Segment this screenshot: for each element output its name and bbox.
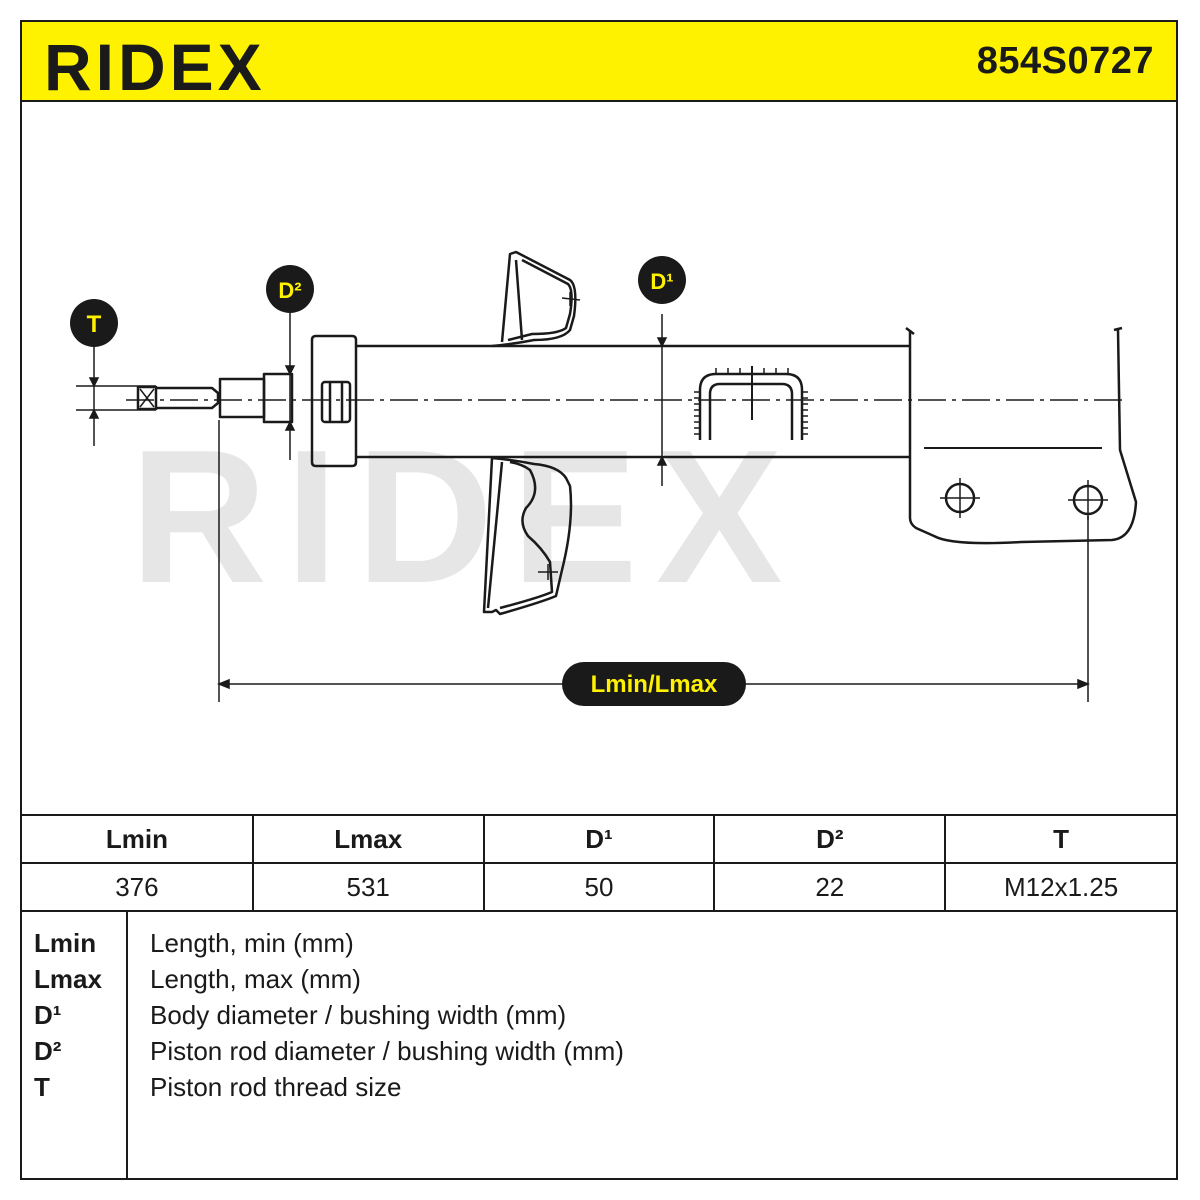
legend-desc: Body diameter / bushing width (mm) xyxy=(150,1000,567,1030)
specs-value-d2: 22 xyxy=(713,862,947,912)
legend-item: D² Piston rod diameter / bushing width (… xyxy=(22,1036,1176,1072)
legend-desc: Length, min (mm) xyxy=(150,928,354,958)
legend-key: D² xyxy=(34,1036,62,1066)
rod-thread xyxy=(156,386,220,410)
callout-length-label: Lmin/Lmax xyxy=(591,671,718,698)
callout-length: Lmin/Lmax xyxy=(562,662,746,706)
callout-d1: D¹ xyxy=(638,256,686,304)
callout-t-label: T xyxy=(87,311,102,338)
top-mount xyxy=(310,334,358,468)
legend-item: Lmin Length, min (mm) xyxy=(22,928,1176,964)
header-bar: RIDEX 854S0727 xyxy=(22,22,1176,102)
rod-shoulder xyxy=(262,372,294,424)
legend-key: T xyxy=(34,1072,50,1102)
product-sheet: RIDEX 854S0727 RIDEX xyxy=(20,20,1178,1180)
brand-logo: RIDEX xyxy=(44,32,266,96)
legend-item: D¹ Body diameter / bushing width (mm) xyxy=(22,1000,1176,1036)
legend: Lmin Length, min (mm) Lmax Length, max (… xyxy=(22,910,1176,1178)
specs-header-d2: D² xyxy=(713,814,947,864)
callout-d2-label: D² xyxy=(278,278,301,303)
legend-desc: Piston rod thread size xyxy=(150,1072,402,1102)
specs-header-lmax: Lmax xyxy=(251,814,485,864)
part-number: 854S0727 xyxy=(976,40,1154,82)
legend-key: D¹ xyxy=(34,1000,62,1030)
hose-bracket-teeth xyxy=(694,368,808,435)
specs-header-d1: D¹ xyxy=(482,814,716,864)
watermark: RIDEX xyxy=(130,411,801,623)
spring-seat-lower xyxy=(482,456,573,616)
spring-seat-upper xyxy=(491,250,577,348)
legend-item: Lmax Length, max (mm) xyxy=(22,964,1176,1000)
brand-logo-text: RIDEX xyxy=(44,32,266,96)
specs-table: Lmin Lmax D¹ D² T 376 531 50 22 M12x1.25 xyxy=(22,814,1176,912)
technical-drawing: RIDEX xyxy=(22,102,1176,814)
callout-d2: D² xyxy=(266,265,314,313)
legend-desc: Piston rod diameter / bushing width (mm) xyxy=(150,1036,624,1066)
top-mount-window xyxy=(320,380,352,424)
specs-value-t: M12x1.25 xyxy=(944,862,1176,912)
specs-value-row: 376 531 50 22 M12x1.25 xyxy=(22,862,1176,912)
legend-divider xyxy=(126,910,128,1178)
specs-value-lmin: 376 xyxy=(22,862,254,912)
specs-header-t: T xyxy=(944,814,1176,864)
shock-absorber-drawing: RIDEX xyxy=(70,250,1138,706)
specs-header-lmin: Lmin xyxy=(22,814,254,864)
callout-d1-label: D¹ xyxy=(650,269,673,294)
legend-item: T Piston rod thread size xyxy=(22,1072,1176,1108)
legend-key: Lmax xyxy=(34,964,102,994)
legend-desc: Length, max (mm) xyxy=(150,964,361,994)
callout-t: T xyxy=(70,299,118,347)
rod-nut xyxy=(136,385,158,411)
specs-value-d1: 50 xyxy=(482,862,716,912)
knuckle-bracket xyxy=(908,329,1138,545)
legend-key: Lmin xyxy=(34,928,97,958)
specs-header-row: Lmin Lmax D¹ D² T xyxy=(22,814,1176,864)
specs-value-lmax: 531 xyxy=(251,862,485,912)
